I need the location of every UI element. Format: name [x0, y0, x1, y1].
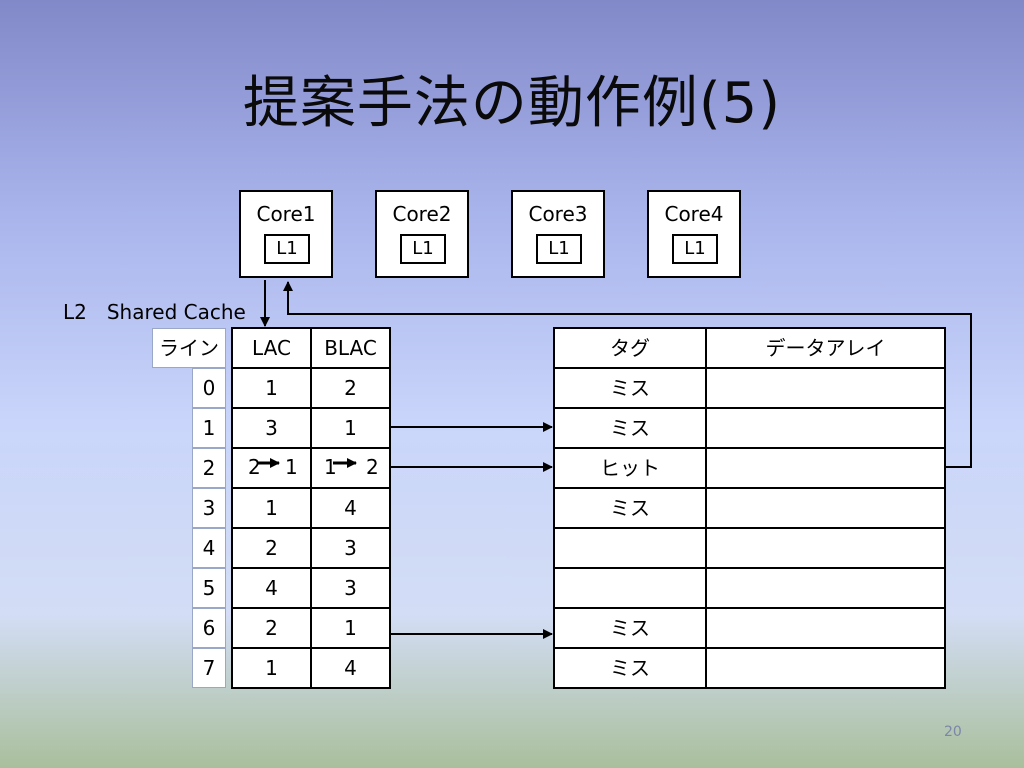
blac-new-value: 2 — [366, 455, 379, 479]
lac-column-header: LAC — [231, 327, 312, 369]
blac-cell: 3 — [310, 567, 391, 609]
line-number-cell: 4 — [192, 528, 226, 568]
line-number-cell: 6 — [192, 608, 226, 648]
line-number-cell: 1 — [192, 408, 226, 448]
slide-title: 提案手法の動作例(5) — [242, 71, 782, 136]
tag-cell: ミス — [553, 487, 707, 529]
core1-box: Core1 L1 — [239, 190, 333, 278]
blac-column-header: BLAC — [310, 327, 391, 369]
core3-box: Core3 L1 — [511, 190, 605, 278]
line-number-cell: 3 — [192, 488, 226, 528]
core2-box: Core2 L1 — [375, 190, 469, 278]
blac-cell: 1 — [310, 607, 391, 649]
data-array-cell — [705, 407, 946, 449]
core4-l1-cache: L1 — [672, 234, 718, 264]
data-array-cell — [705, 647, 946, 689]
core2-l1-cache: L1 — [400, 234, 446, 264]
blac-old-value: 1 — [324, 455, 337, 479]
data-array-cell — [705, 527, 946, 569]
data-array-column-header: データアレイ — [705, 327, 946, 369]
core4-label: Core4 — [664, 202, 724, 226]
lac-new-value: 1 — [285, 455, 298, 479]
blac-cell: 2 — [310, 367, 391, 409]
line-number-cell: 7 — [192, 648, 226, 688]
lac-old-value: 2 — [248, 455, 261, 479]
blac-cell: 4 — [310, 647, 391, 689]
core2-label: Core2 — [392, 202, 452, 226]
line-number-cell: 5 — [192, 568, 226, 608]
core4-box: Core4 L1 — [647, 190, 741, 278]
data-array-cell — [705, 567, 946, 609]
data-array-cell — [705, 447, 946, 489]
blac-cell: 3 — [310, 527, 391, 569]
l2-shared-cache-label: L2 Shared Cache — [63, 300, 246, 324]
core3-l1-cache: L1 — [536, 234, 582, 264]
line-number-cell: 0 — [192, 368, 226, 408]
tag-cell — [553, 567, 707, 609]
tag-cell: ミス — [553, 367, 707, 409]
core3-label: Core3 — [528, 202, 588, 226]
lac-cell: 1 — [231, 647, 312, 689]
page-number: 20 — [944, 724, 962, 740]
line-column-header: ライン — [152, 328, 226, 368]
core1-l1-cache: L1 — [264, 234, 310, 264]
hit-data-return-arrow — [283, 281, 972, 468]
core1-label: Core1 — [256, 202, 316, 226]
tag-cell: ミス — [553, 407, 707, 449]
line-number-cell: 2 — [192, 448, 226, 488]
